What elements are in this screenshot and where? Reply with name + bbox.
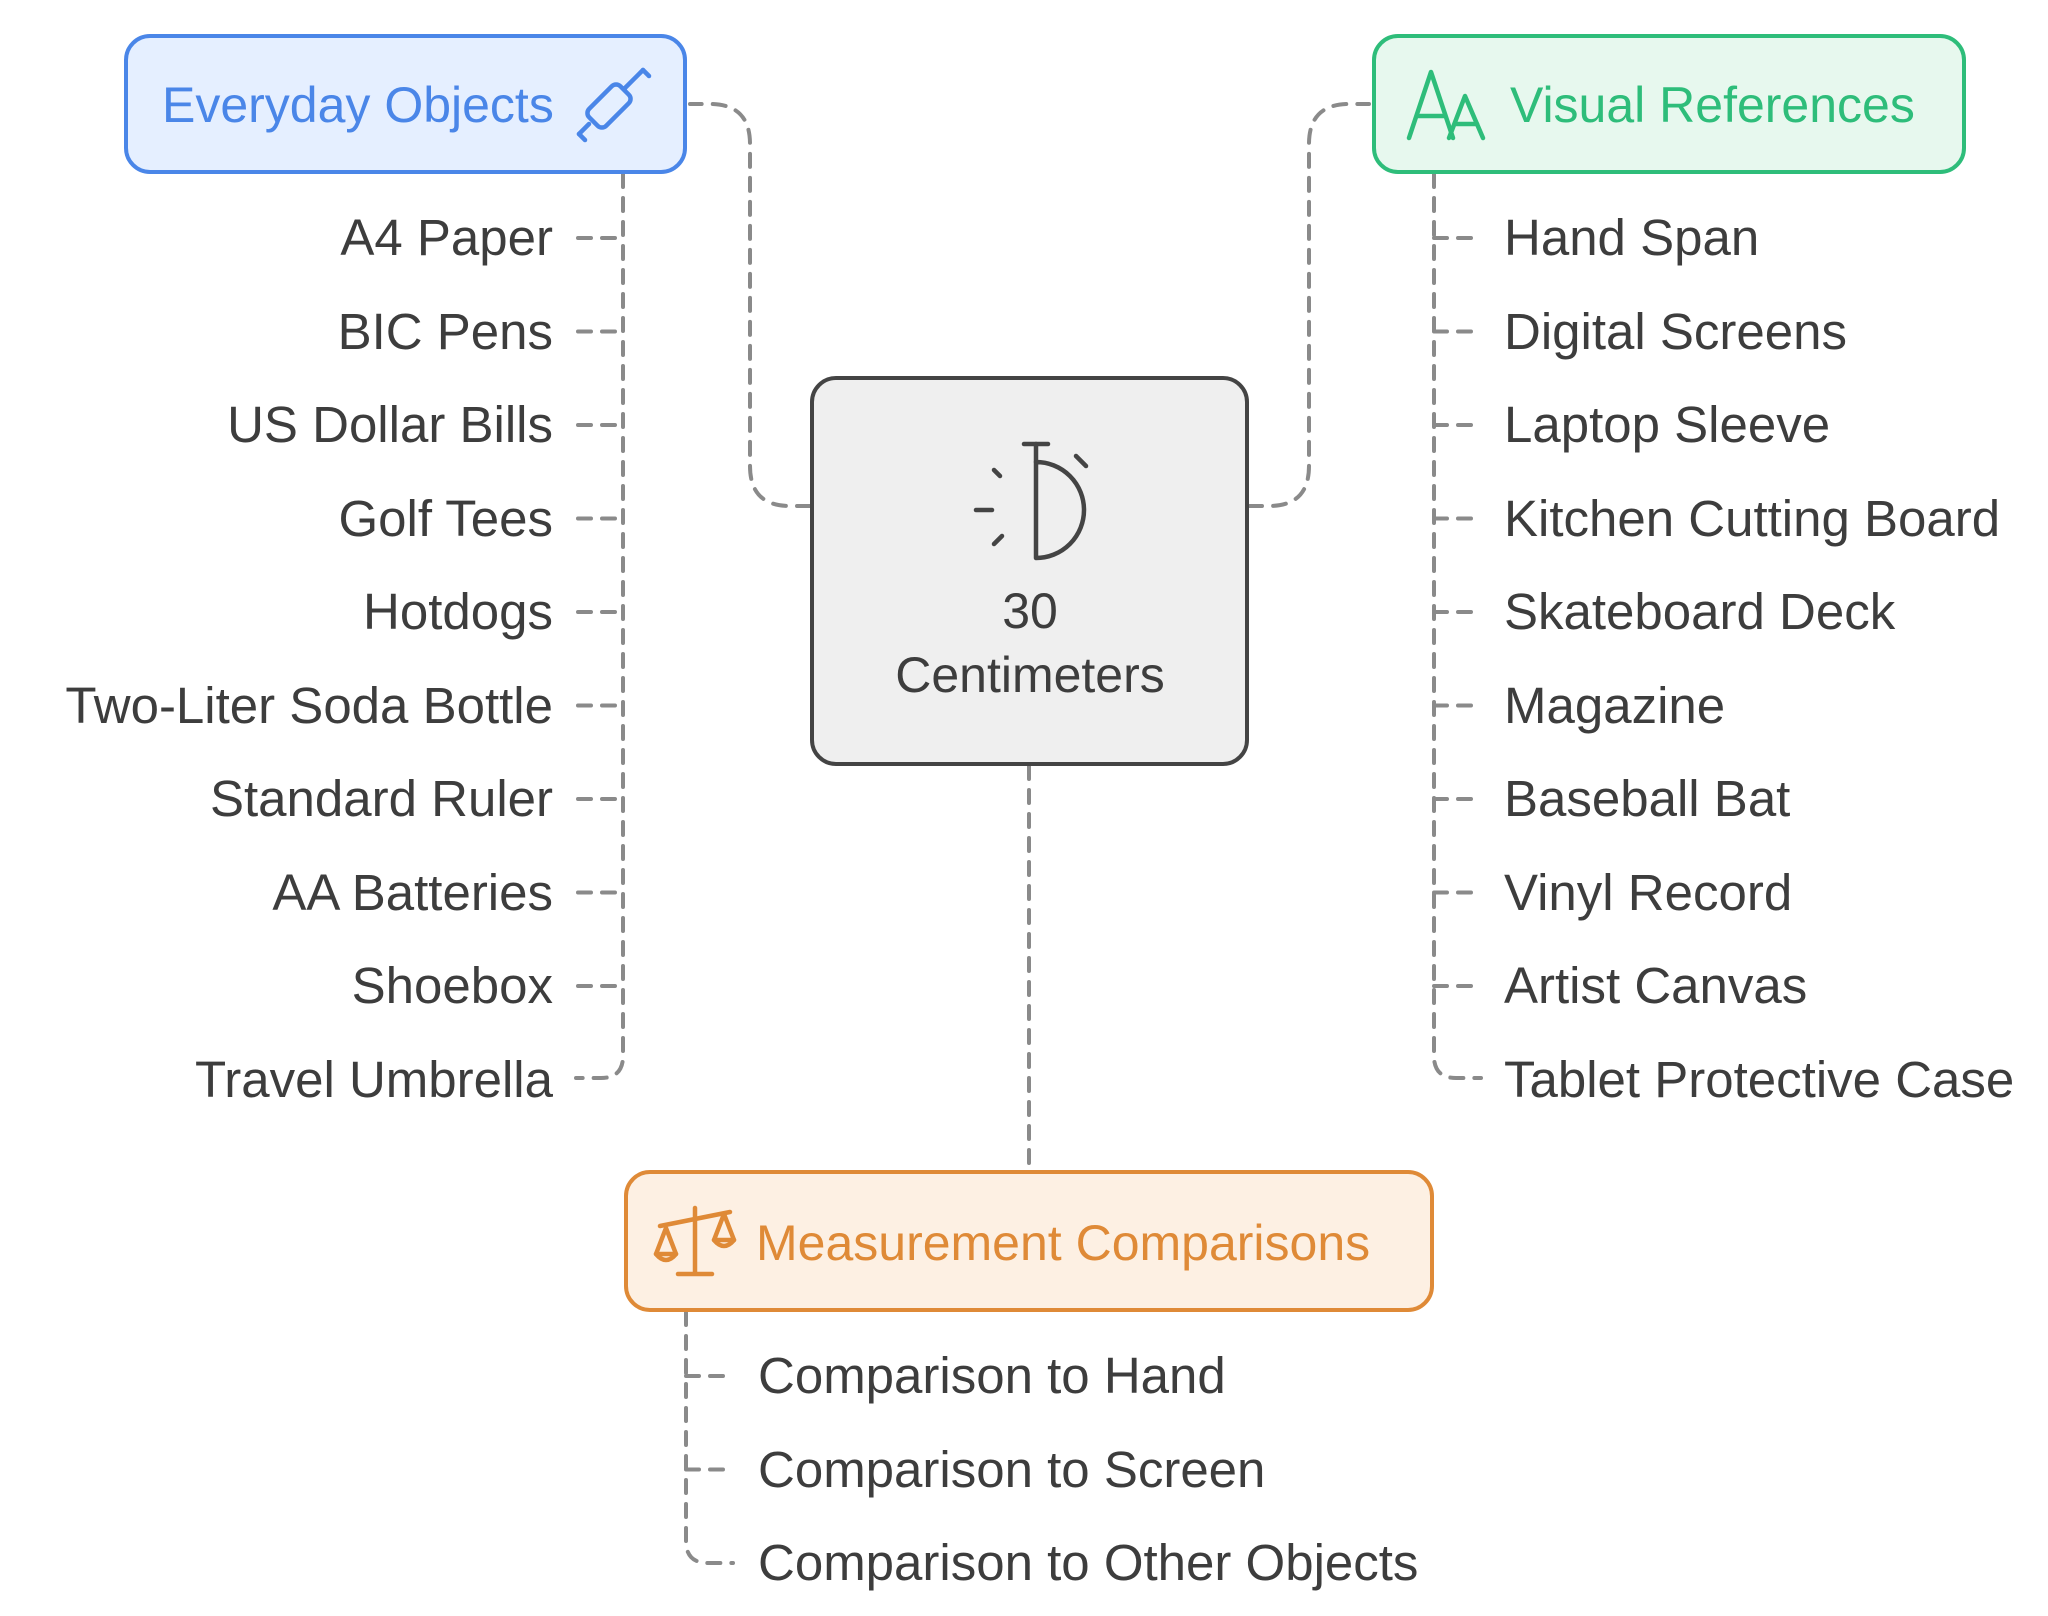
everyday-objects-item: Golf Tees xyxy=(338,489,553,547)
everyday-trunk xyxy=(574,172,625,1080)
font-size-icon xyxy=(1406,69,1486,141)
measurement-comparisons-title: Measurement Comparisons xyxy=(756,1215,1371,1271)
visual-references-node[interactable] xyxy=(1372,34,1966,174)
everyday-objects-item: Shoebox xyxy=(351,957,553,1014)
visual-references-item: Skateboard Deck xyxy=(1504,583,1896,640)
visual-references-item: Digital Screens xyxy=(1504,302,1847,360)
measurement-comparisons-node[interactable] xyxy=(624,1170,1434,1312)
visual-references-item: Tablet Protective Case xyxy=(1504,1050,2015,1108)
everyday-objects-item: A4 Paper xyxy=(340,209,553,266)
center-unit: Centimeters xyxy=(895,647,1165,703)
rolling-pin-icon xyxy=(576,67,652,143)
everyday-objects-item: Hotdogs xyxy=(363,583,553,640)
visual-references-item: Kitchen Cutting Board xyxy=(1504,489,2001,547)
visual-references-item: Baseball Bat xyxy=(1504,770,1791,827)
balance-scale-icon xyxy=(653,1205,737,1277)
visual-references-item: Laptop Sleeve xyxy=(1504,396,1831,453)
visual-references-title: Visual References xyxy=(1510,77,1915,133)
everyday-objects-item: Two-Liter Soda Bottle xyxy=(65,676,553,734)
visual-trunk xyxy=(1432,172,1483,1080)
measurement-comparisons-item: Comparison to Other Objects xyxy=(758,1534,1419,1591)
connector-center-visual xyxy=(1247,102,1371,508)
measurement-comparisons-item: Comparison to Screen xyxy=(758,1440,1266,1498)
visual-references-item: Vinyl Record xyxy=(1504,863,1793,921)
everyday-objects-item: Travel Umbrella xyxy=(194,1050,553,1108)
everyday-objects-title: Everyday Objects xyxy=(162,77,554,133)
everyday-objects-item: Standard Ruler xyxy=(209,770,553,827)
center-value: 30 xyxy=(1002,583,1058,639)
comparisons-trunk xyxy=(684,1310,735,1565)
measurement-comparisons-item: Comparison to Hand xyxy=(758,1347,1226,1404)
visual-references-item: Artist Canvas xyxy=(1504,957,1808,1014)
everyday-objects-item: AA Batteries xyxy=(272,863,553,921)
everyday-objects-item: US Dollar Bills xyxy=(227,396,553,453)
visual-references-item: Hand Span xyxy=(1504,209,1760,266)
everyday-objects-item: BIC Pens xyxy=(337,302,553,360)
center-node[interactable] xyxy=(810,376,1249,766)
connector-center-everyday xyxy=(688,102,812,508)
timer-icon xyxy=(973,441,1089,561)
visual-references-item: Magazine xyxy=(1504,676,1726,734)
